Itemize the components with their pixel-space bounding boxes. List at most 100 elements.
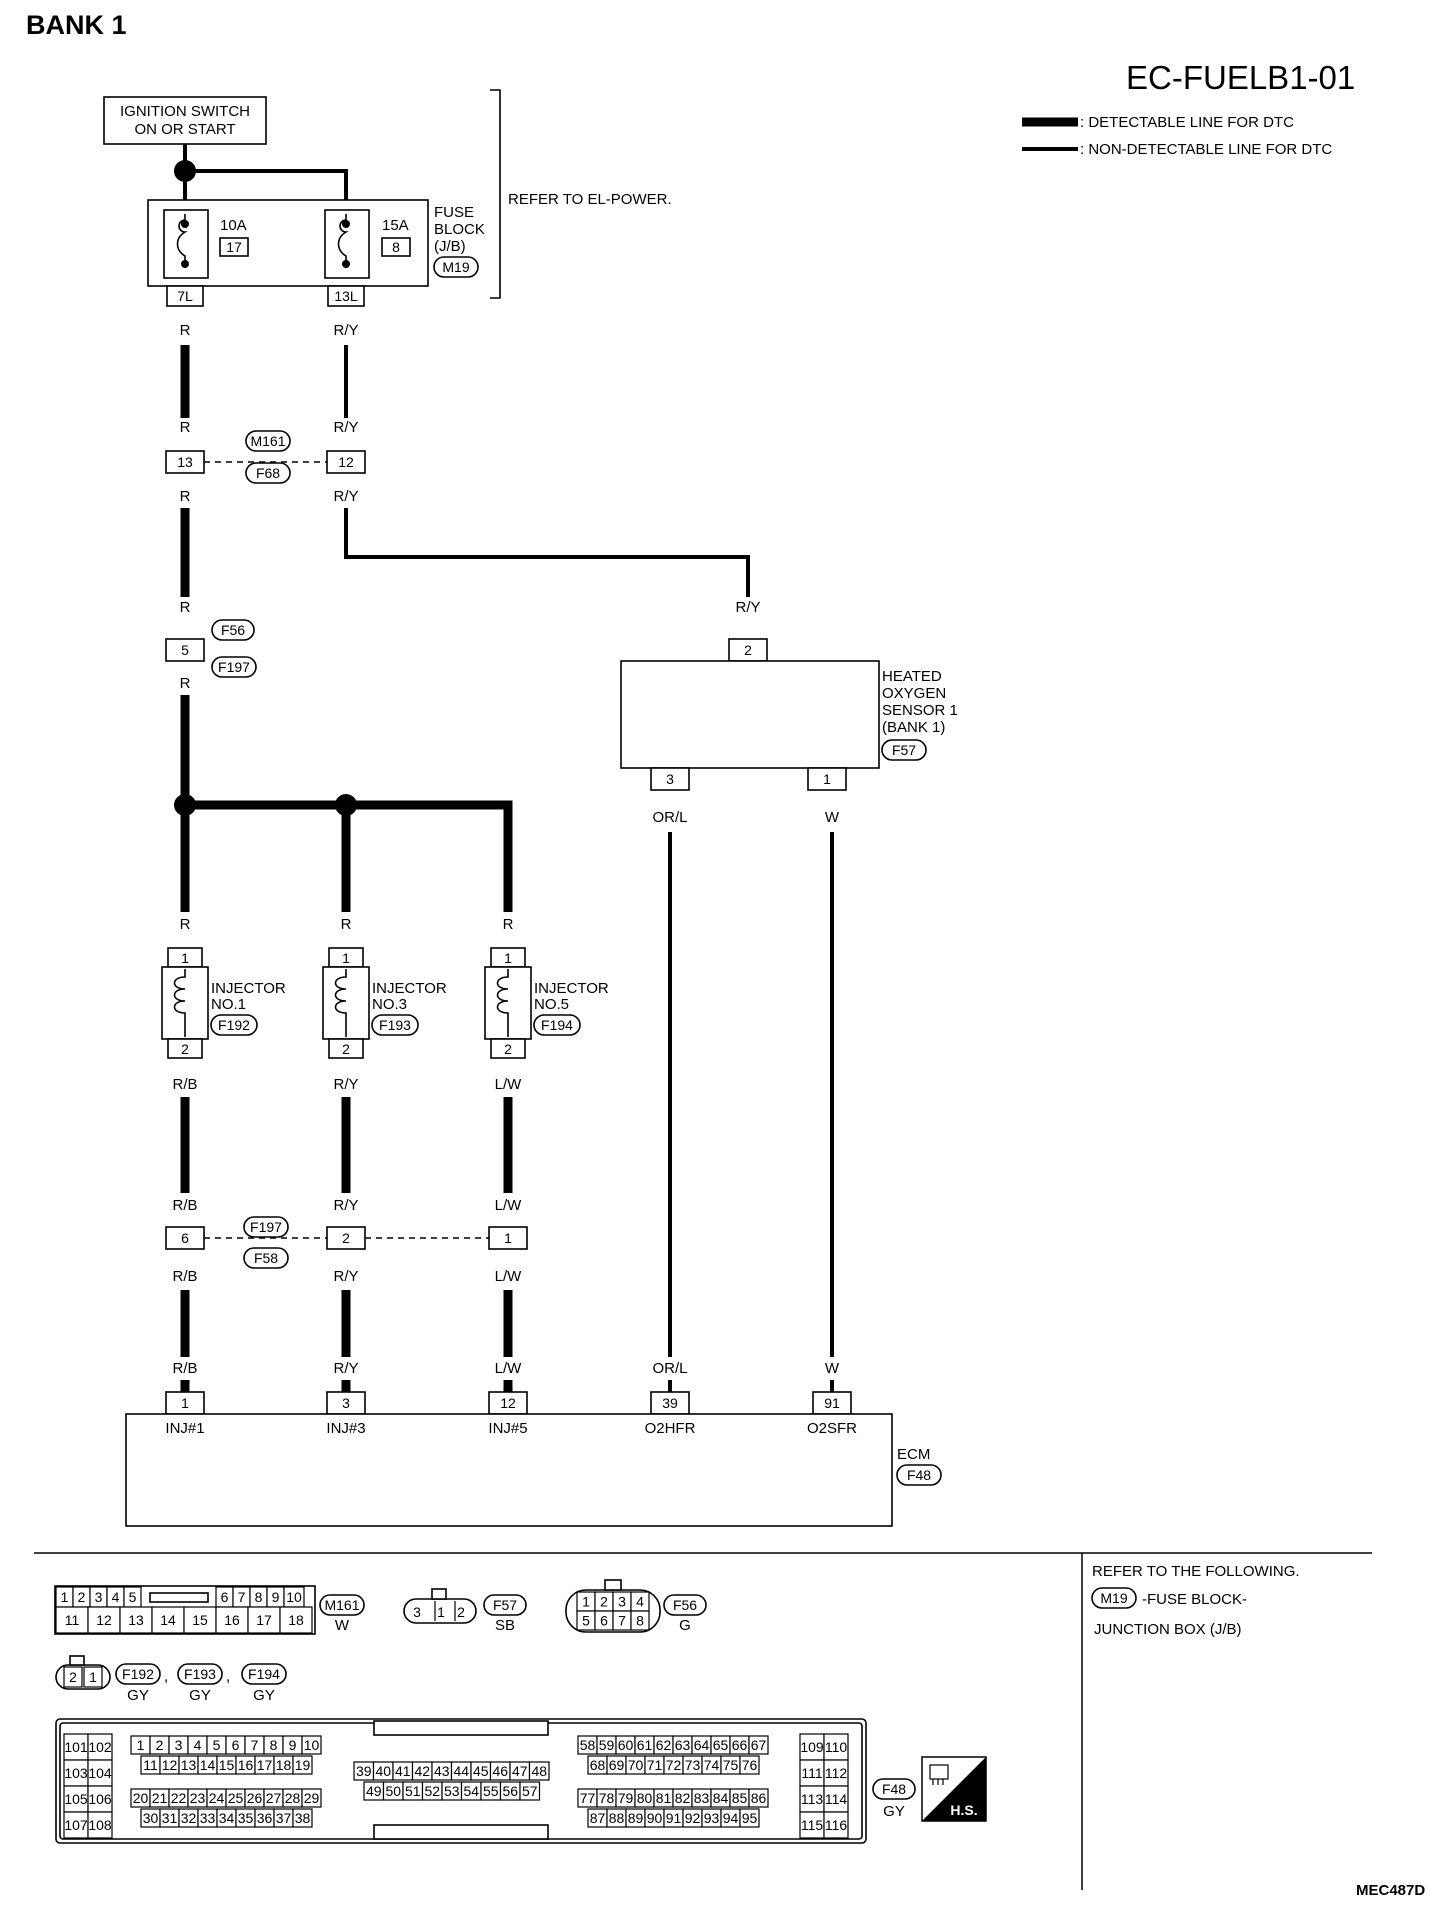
ecm-pin-13: 13 — [181, 1757, 197, 1773]
joint-connector-5: 5 — [165, 638, 205, 662]
ecm-pin-53: 53 — [444, 1783, 460, 1799]
ecm-pin-60: 60 — [618, 1737, 634, 1753]
ecm-pin-50: 50 — [385, 1783, 401, 1799]
f193-view-tag — [177, 1663, 223, 1685]
bank-title: BANK 1 — [26, 10, 127, 40]
f193-view-label: F193 — [184, 1666, 216, 1682]
ecm-pin-103: 103 — [64, 1765, 88, 1781]
ecm-pin-48: 48 — [531, 1763, 547, 1779]
f57-connector-tag — [881, 739, 927, 761]
injector-3-label-1: INJECTOR — [372, 980, 447, 997]
fuse-b-num-box — [381, 237, 411, 257]
inj-pin-1-cell — [83, 1666, 103, 1688]
ecm-pin-40: 40 — [375, 1763, 391, 1779]
f68-connector-tag — [245, 462, 291, 484]
ecm-pin-95: 95 — [742, 1810, 758, 1826]
wire-color-ry: R/Y — [333, 1268, 358, 1285]
ecm-pin-101-cell — [63, 1733, 89, 1761]
ecm-pin-115: 115 — [801, 1817, 824, 1833]
injector-pin-1: 1 — [504, 950, 512, 966]
fuse-b-num: 8 — [392, 239, 400, 255]
ecm-pin-112: 112 — [825, 1765, 848, 1781]
injector-no5: 1 2 — [484, 947, 532, 1059]
ecm-pin-41: 41 — [395, 1763, 411, 1779]
f194-connector-tag — [533, 1014, 581, 1036]
pin-12: 12 — [96, 1612, 112, 1628]
fuse-a-amp: 10A — [220, 217, 247, 234]
ecm-pin-61: 61 — [637, 1737, 653, 1753]
inj-pin-2: 2 — [69, 1669, 77, 1685]
ecm-pin-110: 110 — [825, 1739, 848, 1755]
pin-14-cell — [151, 1606, 185, 1634]
f192-view-label: F192 — [122, 1666, 154, 1682]
legend-detectable: : DETECTABLE LINE FOR DTC — [1080, 114, 1294, 131]
wire-color-ry: R/Y — [333, 488, 358, 505]
terminal-7l: 7L — [166, 285, 204, 307]
ecm-pin-116: 116 — [825, 1817, 848, 1833]
coil-symbol — [496, 969, 509, 1037]
ecm-pin-105: 105 — [64, 1791, 88, 1807]
ecm-pin-1: 1 — [137, 1737, 145, 1753]
wire-color-r: R — [180, 322, 191, 339]
ignition-bus-wire — [185, 169, 348, 200]
ecm-pin-18: 18 — [276, 1757, 292, 1773]
footer-code: MEC487D — [1356, 1882, 1425, 1899]
ecm-pin-111: 111 — [801, 1765, 822, 1781]
ecm-pin-28: 28 — [285, 1790, 301, 1806]
heated-oxygen-sensor — [620, 660, 880, 769]
f58-label: F58 — [254, 1250, 278, 1266]
wire-color-lw: L/W — [495, 1268, 523, 1285]
pin-13: 13 — [128, 1612, 144, 1628]
ecm-pin-102-cell — [87, 1733, 113, 1761]
wire-color-rb: R/B — [172, 1268, 197, 1285]
ecm-pin-9: 9 — [289, 1737, 297, 1753]
pin-18: 18 — [288, 1612, 304, 1628]
pin-5: 5 — [181, 642, 189, 658]
fuse-block-label-1: FUSE — [434, 204, 474, 221]
wire-color-ry: R/Y — [333, 419, 358, 436]
wire-ry-to-sensor — [344, 508, 750, 597]
ecm-pin-7: 7 — [251, 1737, 259, 1753]
ecm-pin-71: 71 — [647, 1757, 663, 1773]
wire-color-r: R — [180, 675, 191, 692]
wire-color-lw: L/W — [495, 1197, 523, 1214]
ecm-pin-43: 43 — [434, 1763, 450, 1779]
ecm-pin-95-cell — [739, 1808, 760, 1828]
wire-color-ry: R/Y — [333, 1076, 358, 1093]
terminal-13l-label: 13L — [334, 288, 358, 304]
ecm-pin-3: 3 — [326, 1391, 366, 1415]
f56-color: G — [679, 1617, 691, 1634]
f56-pin-8: 8 — [636, 1613, 644, 1629]
f57-pin-3: 3 — [413, 1604, 421, 1620]
f56-view-tag — [663, 1594, 707, 1616]
ecm-pin-2: 2 — [156, 1737, 164, 1753]
ecm-pin-30: 30 — [143, 1810, 159, 1826]
f48-color: GY — [883, 1803, 905, 1820]
ecm-pin-12: 12 — [488, 1391, 528, 1415]
ecm-pin-101: 101 — [64, 1739, 88, 1755]
ecm-pin-38-cell — [292, 1808, 313, 1828]
terminal-7l-label: 7L — [177, 288, 193, 304]
ecm-pin-56: 56 — [502, 1783, 518, 1799]
legend-non-detectable: : NON-DETECTABLE LINE FOR DTC — [1080, 141, 1332, 158]
f56-pin-5: 5 — [582, 1613, 590, 1629]
pin-9: 9 — [272, 1589, 280, 1605]
pin-12: 12 — [338, 454, 354, 470]
f197-label: F197 — [250, 1219, 282, 1235]
refer-line-1: -FUSE BLOCK- — [1142, 1591, 1247, 1608]
ecm-pin-109: 109 — [800, 1739, 824, 1755]
fuse-block-label-3: (J/B) — [434, 238, 466, 255]
ecm-pin-67-cell — [748, 1735, 769, 1755]
ecm-pin-51: 51 — [405, 1783, 421, 1799]
ecm-pin-84: 84 — [713, 1790, 729, 1806]
ecm-pin-114: 114 — [825, 1791, 848, 1807]
ecm-pin-16: 16 — [238, 1757, 254, 1773]
ecm-pin-105-cell — [63, 1785, 89, 1813]
wire-color-w: W — [825, 809, 840, 826]
refer-title: REFER TO THE FOLLOWING. — [1092, 1563, 1300, 1580]
ecm-pin-11: 11 — [143, 1757, 158, 1773]
ecm-pin-6: 6 — [232, 1737, 240, 1753]
ecm-pin-49: 49 — [366, 1783, 382, 1799]
